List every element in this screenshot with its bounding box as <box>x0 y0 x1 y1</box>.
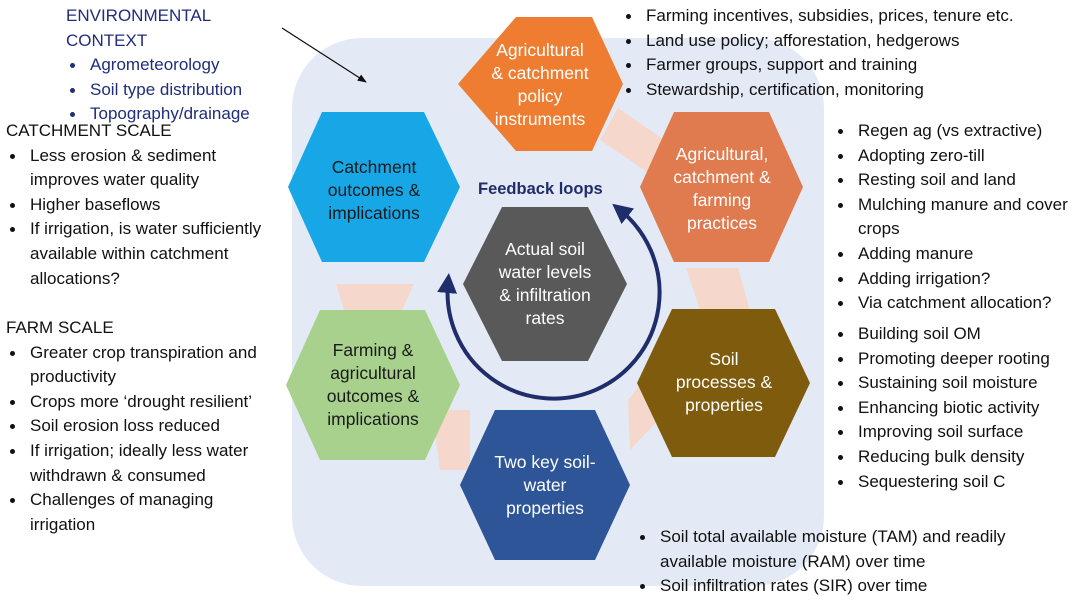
list-item: Regen ag (vs extractive) <box>834 119 1082 144</box>
list-item: If irrigation, is water sufficiently ava… <box>6 217 268 291</box>
hexagon-key-properties <box>460 410 630 560</box>
list-item: Topography/drainage <box>66 102 296 127</box>
environmental-context-list: Agrometeorology Soil type distribution T… <box>66 53 296 127</box>
list-item: Sequestering soil C <box>834 470 1082 495</box>
connector-practices-processes <box>686 268 750 310</box>
list-item: Promoting deeper rooting <box>834 347 1082 372</box>
soil-processes-list-block: Building soil OM Promoting deeper rootin… <box>834 322 1082 494</box>
practices-list-block: Regen ag (vs extractive) Adopting zero-t… <box>834 119 1082 316</box>
practices-list: Regen ag (vs extractive) Adopting zero-t… <box>834 119 1082 316</box>
list-item: Resting soil and land <box>834 168 1082 193</box>
hexagon-farm-outcomes <box>286 310 460 460</box>
hexagon-policy <box>458 17 623 151</box>
list-item: Farming incentives, subsidies, prices, t… <box>622 4 1080 29</box>
hexagon-soil-processes <box>637 309 810 457</box>
policy-instruments-list-block: Farming incentives, subsidies, prices, t… <box>622 4 1080 102</box>
list-item: Land use policy; afforestation, hedgerow… <box>622 29 1080 54</box>
list-item: Less erosion & sediment improves water q… <box>6 144 268 193</box>
list-item: Building soil OM <box>834 322 1082 347</box>
list-item: Sustaining soil moisture <box>834 371 1082 396</box>
catchment-scale-heading: CATCHMENT SCALE <box>6 121 172 140</box>
list-item: Agrometeorology <box>66 53 296 78</box>
hexagon-practices <box>640 112 803 262</box>
farm-scale-heading: FARM SCALE <box>6 318 114 337</box>
context-pointer-arrow <box>281 27 367 83</box>
list-item: Mulching manure and cover crops <box>834 193 1082 242</box>
environmental-context-block: ENVIRONMENTAL CONTEXT Agrometeorology So… <box>66 4 296 127</box>
catchment-scale-block: CATCHMENT SCALE Less erosion & sediment … <box>6 119 268 291</box>
connector-farm-catchment <box>336 284 414 310</box>
hexagon-catchment-outcomes <box>288 112 460 262</box>
feedback-loops-label: Feedback loops <box>478 180 603 198</box>
list-item: Soil erosion loss reduced <box>6 414 268 439</box>
list-item: Greater crop transpiration and productiv… <box>6 341 268 390</box>
list-item: Adding manure <box>834 242 1082 267</box>
list-item: Enhancing biotic activity <box>834 396 1082 421</box>
list-item: Higher baseflows <box>6 193 268 218</box>
list-item: Adding irrigation? <box>834 267 1082 292</box>
list-item: Stewardship, certification, monitoring <box>622 78 1080 103</box>
farm-scale-list: Greater crop transpiration and productiv… <box>6 341 268 538</box>
list-item: Farmer groups, support and training <box>622 53 1080 78</box>
catchment-scale-list: Less erosion & sediment improves water q… <box>6 144 268 292</box>
policy-instruments-list: Farming incentives, subsidies, prices, t… <box>622 4 1080 102</box>
list-item: Soil total available moisture (TAM) and … <box>636 525 1056 574</box>
connector-properties-farm <box>432 410 470 470</box>
farm-scale-block: FARM SCALE Greater crop transpiration an… <box>6 316 268 537</box>
soil-water-properties-list: Soil total available moisture (TAM) and … <box>636 525 1056 599</box>
soil-water-properties-list-block: Soil total available moisture (TAM) and … <box>636 525 1056 599</box>
environmental-context-heading: ENVIRONMENTAL CONTEXT <box>66 6 211 50</box>
list-item: Crops more ‘drought resilient’ <box>6 390 268 415</box>
list-item: Soil infiltration rates (SIR) over time <box>636 574 1056 599</box>
list-item: Reducing bulk density <box>834 445 1082 470</box>
list-item: Soil type distribution <box>66 78 296 103</box>
list-item: Improving soil surface <box>834 420 1082 445</box>
list-item: Adopting zero-till <box>834 144 1082 169</box>
soil-processes-list: Building soil OM Promoting deeper rootin… <box>834 322 1082 494</box>
feedback-loop-arrow <box>437 203 662 401</box>
list-item: Challenges of managing irrigation <box>6 488 268 537</box>
list-item: If irrigation; ideally less water withdr… <box>6 439 268 488</box>
list-item: Via catchment allocation? <box>834 291 1082 316</box>
